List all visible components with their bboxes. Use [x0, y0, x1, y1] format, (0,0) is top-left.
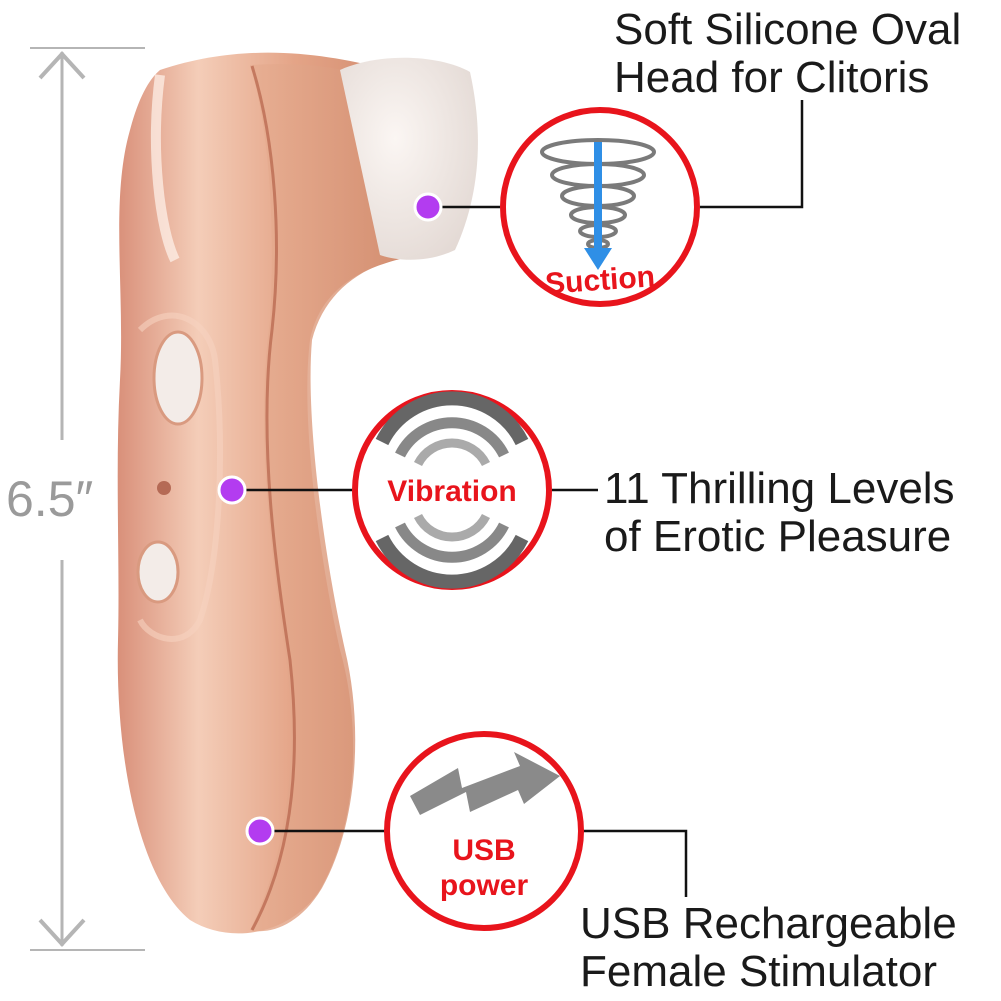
marker-usb [245, 816, 275, 846]
marker-vibration [217, 475, 247, 505]
callout-vibration-line2: of Erotic Pleasure [604, 512, 952, 561]
usb-lightning-icon [410, 752, 560, 815]
callout-usb-line2: Female Stimulator [580, 947, 938, 996]
callout-vibration-line1: 11 Thrilling Levels [604, 464, 955, 513]
callout-head: Soft Silicone Oval Head for Clitoris [614, 6, 961, 102]
suction-label: Suction [544, 260, 656, 301]
suction-badge: Suction [500, 107, 700, 307]
usb-label-line1: USB [452, 834, 515, 867]
callout-head-line2: Head for Clitoris [614, 53, 930, 102]
callout-vibration: 11 Thrilling Levels of Erotic Pleasure [604, 465, 955, 561]
usb-label-line2: power [440, 869, 529, 902]
callout-head-line1: Soft Silicone Oval [614, 5, 962, 54]
dimension-arrow [30, 47, 145, 951]
dimension-label: 6.5″ [6, 471, 94, 527]
connector-lines [232, 100, 804, 897]
usb-badge: USB power [384, 731, 584, 931]
vibration-label: Vibration [387, 475, 516, 508]
product-body [117, 52, 478, 934]
marker-head [413, 192, 443, 222]
marker-dots [217, 192, 443, 846]
vibration-waves-icon [375, 391, 529, 589]
callout-usb: USB Rechargeable Female Stimulator [580, 900, 957, 996]
vibration-badge: Vibration [352, 390, 552, 590]
callout-usb-line1: USB Rechargeable [580, 899, 957, 948]
